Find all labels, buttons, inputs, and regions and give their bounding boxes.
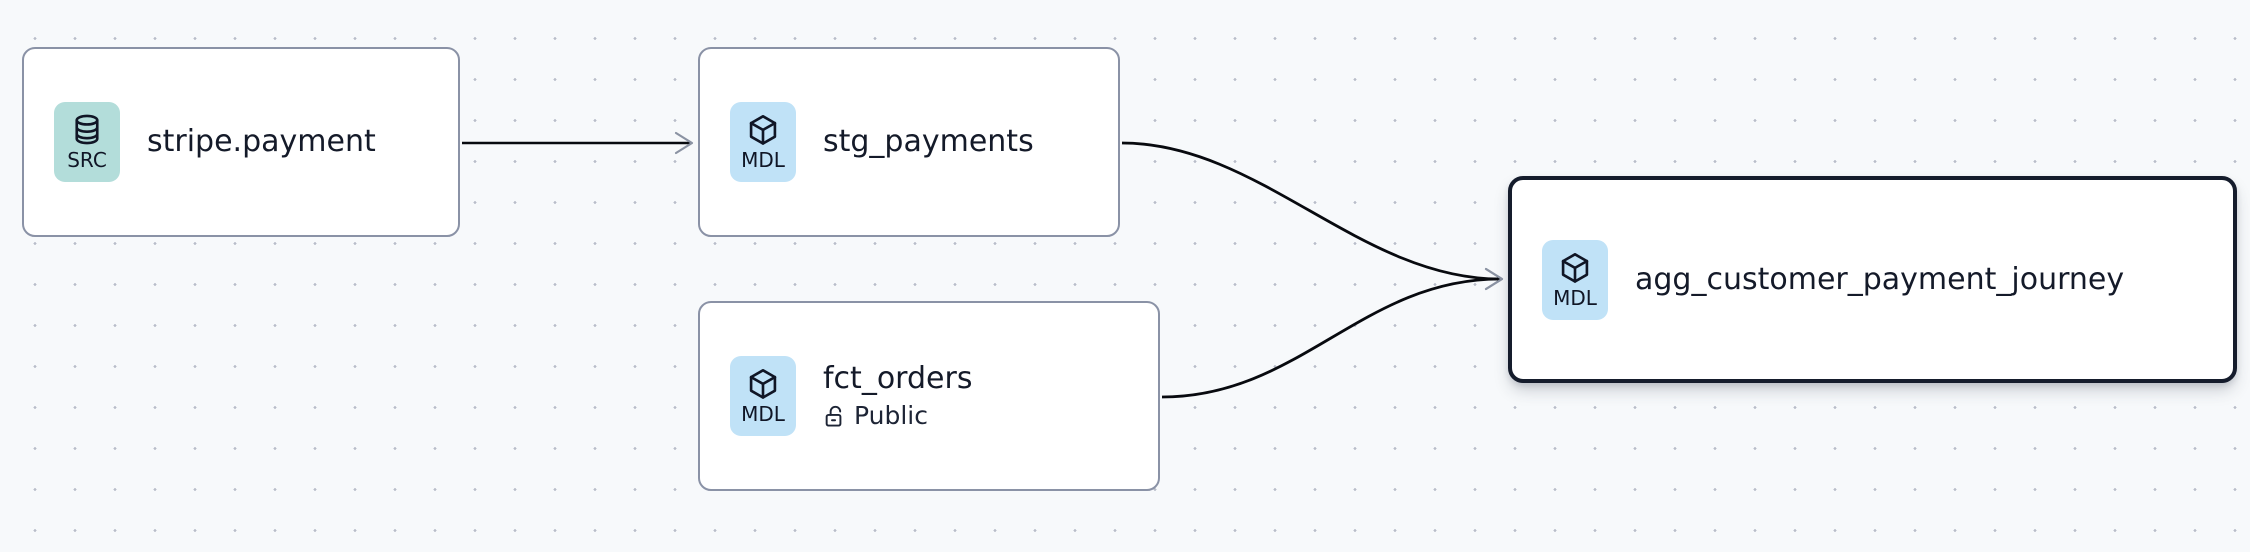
node-title: fct_orders: [823, 361, 973, 396]
node-title: agg_customer_payment_journey: [1635, 261, 2125, 297]
lineage-node-stg-payments[interactable]: MDL stg_payments: [698, 47, 1120, 237]
node-type-badge-mdl: MDL: [730, 102, 796, 182]
node-type-badge-label: SRC: [67, 148, 107, 172]
edge-stripe-payment-to-stg-payments: [462, 131, 694, 155]
node-type-badge-mdl: MDL: [730, 356, 796, 436]
node-type-badge-label: MDL: [741, 402, 785, 426]
node-visibility-label: Public: [854, 401, 928, 430]
node-type-badge-mdl: MDL: [1542, 239, 1608, 320]
node-body: agg_customer_payment_journey: [1635, 262, 2124, 298]
cube-icon: [1558, 251, 1592, 287]
node-visibility: Public: [823, 401, 972, 431]
node-title: stg_payments: [823, 124, 1034, 159]
node-title: stripe.payment: [147, 124, 376, 159]
cube-icon: [746, 367, 780, 403]
node-body: stripe.payment: [147, 124, 376, 160]
cube-icon: [746, 113, 780, 149]
node-body: stg_payments: [823, 124, 1034, 160]
node-type-badge-label: MDL: [741, 148, 785, 172]
edge-fct-orders-to-agg-customer-payment-journey: [1161, 267, 1504, 399]
node-body: fct_orders Public: [823, 361, 972, 431]
lineage-node-stripe-payment[interactable]: SRC stripe.payment: [22, 47, 460, 237]
lineage-node-fct-orders[interactable]: MDL fct_orders Public: [698, 301, 1160, 491]
edge-stg-payments-to-agg-customer-payment-journey: [1121, 141, 1504, 291]
database-icon: [70, 113, 104, 149]
node-type-badge-src: SRC: [54, 102, 120, 182]
unlock-icon: [823, 404, 846, 429]
node-type-badge-label: MDL: [1553, 285, 1597, 310]
lineage-node-agg-customer-payment-journey[interactable]: MDL agg_customer_payment_journey: [1508, 176, 2237, 383]
